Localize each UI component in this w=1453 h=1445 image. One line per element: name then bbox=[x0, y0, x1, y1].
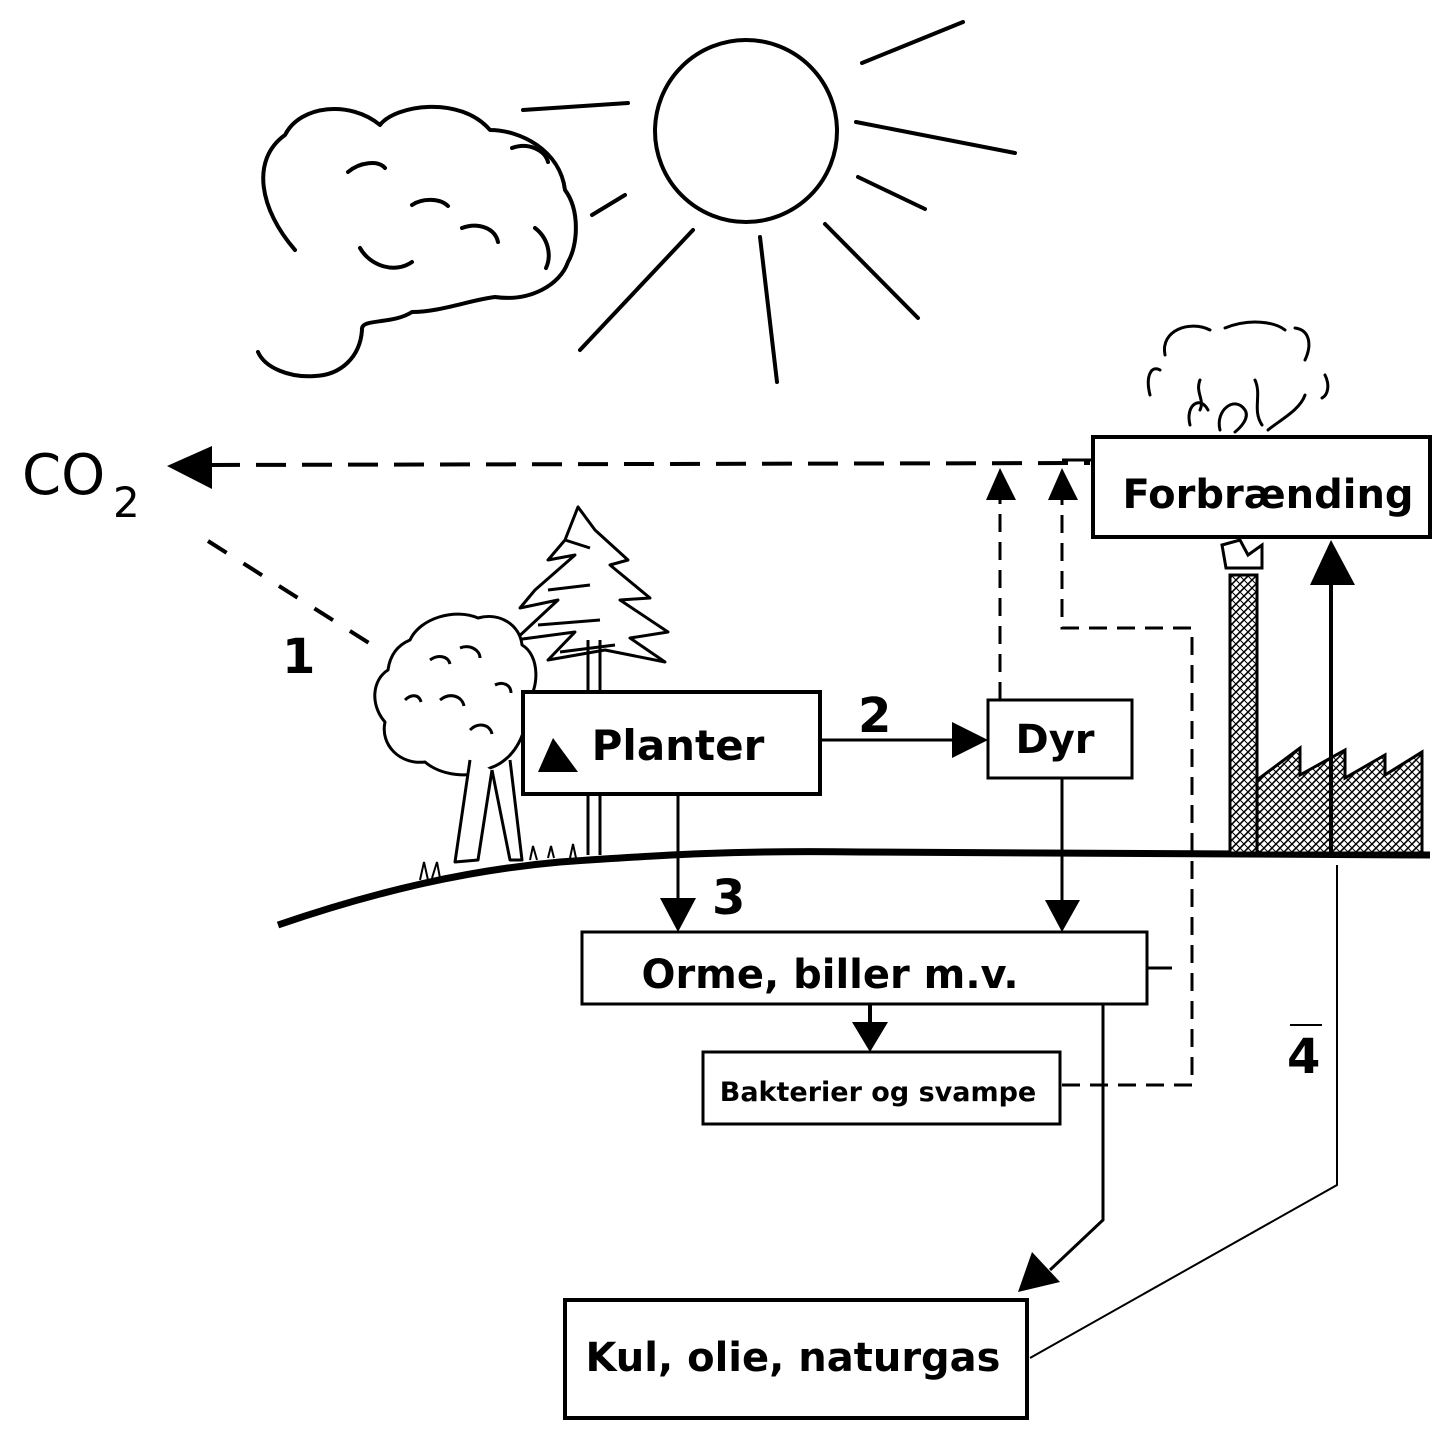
svg-text:Dyr: Dyr bbox=[1015, 717, 1094, 763]
svg-text:Bakterier og svampe: Bakterier og svampe bbox=[720, 1077, 1037, 1108]
arrow-planter-to-orme bbox=[660, 794, 696, 932]
co2-label: CO 2 bbox=[22, 443, 140, 527]
orme-box: Orme, biller m.v. bbox=[580, 930, 1149, 1006]
deciduous-tree-icon bbox=[373, 612, 538, 864]
svg-text:Forbrænding: Forbrænding bbox=[1122, 472, 1413, 518]
svg-text:2: 2 bbox=[113, 478, 140, 527]
sun-icon bbox=[521, 20, 1017, 384]
svg-text:Orme, biller m.v.: Orme, biller m.v. bbox=[641, 952, 1018, 998]
step-number-1: 1 bbox=[282, 629, 315, 685]
dashed-arrow-dyr-to-co2 bbox=[986, 468, 1016, 700]
dyr-box: Dyr bbox=[986, 698, 1134, 780]
smoke-icon bbox=[1146, 320, 1330, 434]
arrow-orme-to-bakterier bbox=[852, 1004, 888, 1052]
dashed-arrow-bakterier-to-co2 bbox=[1048, 468, 1194, 1087]
planter-box: Planter bbox=[521, 690, 822, 796]
step-number-2: 2 bbox=[858, 688, 891, 744]
forbraending-box: Forbrænding bbox=[1091, 435, 1432, 539]
arrow-fossil-to-forbraending bbox=[1029, 540, 1355, 1359]
arrow-into-planter bbox=[538, 738, 578, 772]
cloud-icon bbox=[256, 104, 578, 379]
spruce-tree-icon bbox=[513, 505, 670, 855]
arrow-planter-to-dyr bbox=[820, 722, 988, 758]
ground-line bbox=[276, 843, 1431, 929]
step-number-3: 3 bbox=[712, 870, 745, 926]
svg-text:Kul, olie, naturgas: Kul, olie, naturgas bbox=[586, 1335, 1001, 1381]
bakterier-box: Bakterier og svampe bbox=[701, 1050, 1062, 1126]
arrow-dyr-to-orme bbox=[1045, 778, 1080, 932]
svg-text:CO: CO bbox=[22, 443, 105, 508]
arrow-orme-to-fossil bbox=[1018, 1004, 1105, 1292]
factory-icon bbox=[1220, 538, 1424, 855]
fossil-box: Kul, olie, naturgas bbox=[563, 1298, 1029, 1420]
co2-release-arrow bbox=[167, 446, 1091, 489]
svg-text:Planter: Planter bbox=[592, 721, 765, 770]
co2-uptake-line bbox=[206, 539, 382, 652]
step-number-4: 4 bbox=[1287, 1029, 1320, 1085]
